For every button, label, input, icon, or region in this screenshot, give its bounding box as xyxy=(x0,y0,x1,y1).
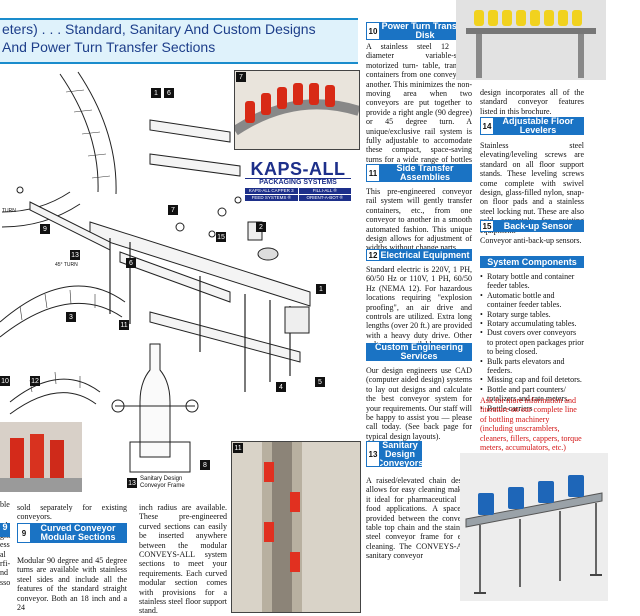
section-12-number: 12 xyxy=(366,249,380,261)
section-15-number: 15 xyxy=(480,220,494,232)
section-9-number: 9 xyxy=(17,523,31,543)
callout-9: 9 xyxy=(40,224,50,234)
section-12-title: Electrical Equipment xyxy=(380,249,470,260)
photo-7-label: 7 xyxy=(236,72,246,82)
section-13-header: 13 Sanitary Design Conveyors xyxy=(366,439,424,468)
caption-line-1: Sanitary Design xyxy=(140,476,183,482)
turn-label: TURN xyxy=(2,208,16,214)
logo-division: KAPS-ALL CAPPER 3 xyxy=(245,188,298,194)
section-11-body: This pre-engineered conveyor rail system… xyxy=(366,187,472,253)
section-10-title: Power Turn Transfer Disk xyxy=(381,21,469,40)
custom-engineering-header: Custom Engineering Services xyxy=(366,343,472,361)
photo-7: 7 xyxy=(234,70,360,150)
callout-6-mid: 6 xyxy=(126,258,136,268)
section-11-number: 11 xyxy=(366,164,380,182)
photo-yellow-bottles xyxy=(456,0,606,80)
logo-tagline: PACKAGING SYSTEMS xyxy=(245,178,351,187)
components-list: Rotary bottle and container feeder table… xyxy=(480,272,584,414)
component-item: Automatic bottle and container feeder ta… xyxy=(480,291,584,310)
header-line-2: And Power Turn Transfer Sections xyxy=(2,39,216,55)
callout-3: 3 xyxy=(66,312,76,322)
conveyor-system-diagram xyxy=(0,71,311,492)
logo-division: FILLI-ALL ® xyxy=(298,188,351,194)
caption-line-2: Conveyor Frame xyxy=(140,483,185,489)
section-13-title: Sanitary Design Conveyors xyxy=(376,439,424,468)
section-14-header: 14 Adjustable Floor Levelers xyxy=(480,117,584,135)
column-2-intro: sold separately for existing conveyors. xyxy=(17,503,127,522)
section-14-number: 14 xyxy=(480,117,494,135)
fragment-line: rfi- xyxy=(0,559,11,569)
component-item: Bottle and part counters/ totalizers and… xyxy=(480,385,584,404)
callout-1-top: 1 xyxy=(151,88,161,98)
custom-engineering-body: Our design engineers use CAD (computer a… xyxy=(366,366,472,441)
section-10-body: A stainless steel 12 inch diameter varia… xyxy=(366,42,472,173)
component-item: Rotary surge tables. xyxy=(480,310,584,320)
right-intro-body: design incorporates all of the standard … xyxy=(480,88,584,116)
section-15-title: Back-up Sensor xyxy=(503,220,573,231)
section-9-header: 9 Curved Conveyor Modular Sections xyxy=(17,523,127,543)
section-13-number: 13 xyxy=(366,441,380,467)
section-10-number: 10 xyxy=(366,22,380,40)
callout-12: 12 xyxy=(30,376,40,386)
callout-7: 7 xyxy=(168,205,178,215)
component-item: Rotary accumulating tables. xyxy=(480,319,584,329)
section-10-header: 10 Power Turn Transfer Disk xyxy=(366,22,472,40)
photo-11-label: 11 xyxy=(233,443,243,453)
custom-engineering-title: Custom Engineering Services xyxy=(374,342,463,361)
callout-15: 15 xyxy=(216,232,226,242)
caption-number: 13 xyxy=(127,478,137,488)
diagram-caption: Sanitary Design Conveyor Frame xyxy=(140,476,185,490)
logo-name: KAPS-ALL xyxy=(250,159,346,179)
fragment-line: sso xyxy=(0,577,11,587)
logo-division: FEED SYSTEMS ® xyxy=(245,195,298,201)
section-9-body: Modular 90 degree and 45 degree turns ar… xyxy=(17,556,127,613)
photo-11: 11 xyxy=(231,441,361,613)
section-12-header: 12 Electrical Equipment xyxy=(366,249,472,261)
component-item: Dust covers over conveyors to protect op… xyxy=(480,328,584,356)
photo-conveyor-frame xyxy=(460,453,608,601)
callout-2: 2 xyxy=(256,222,266,232)
fragment-line: ess xyxy=(0,540,10,550)
callout-5: 5 xyxy=(315,377,325,387)
kaps-all-logo: KAPS-ALL PACKAGING SYSTEMS KAPS-ALL CAPP… xyxy=(245,160,351,201)
section-14-title: Adjustable Floor Levelers xyxy=(502,116,574,135)
left-column-fragment: ble ed ght ess al rfi- nd sso xyxy=(0,500,14,587)
fragment-line: ble xyxy=(0,500,10,509)
components-header: System Components xyxy=(480,256,584,268)
callout-10: 10 xyxy=(0,376,10,386)
section-9-left-bar: 9 xyxy=(0,523,10,537)
header-line-1: eters) . . . Standard, Sanitary And Cust… xyxy=(2,21,316,37)
section-9-left-number: 9 xyxy=(2,522,8,532)
section-12-body: Standard electric is 220V, 1 PH, 60/50 H… xyxy=(366,265,472,349)
section-15-body: Conveyor anti-back-up sensors. xyxy=(480,236,582,245)
section-13-body: A raised/elevated chain design allows fo… xyxy=(366,476,472,561)
section-11-header: 11 Side Transfer Assemblies xyxy=(366,164,472,182)
callout-8: 8 xyxy=(200,460,210,470)
section-15-header: 15 Back-up Sensor xyxy=(480,220,584,232)
fragment-line: nd xyxy=(0,568,8,578)
column-3-body: inch radius are available. These pre-eng… xyxy=(139,503,227,616)
component-item: Missing cap and foil detetors. xyxy=(480,375,584,385)
callout-6-top: 6 xyxy=(164,88,174,98)
callout-1-right: 1 xyxy=(316,284,326,294)
page-header: eters) . . . Standard, Sanitary And Cust… xyxy=(0,18,358,64)
components-title: System Components xyxy=(487,256,577,267)
component-item: Rotary bottle and container feeder table… xyxy=(480,272,584,291)
callout-4: 4 xyxy=(276,382,286,392)
fragment-line: al xyxy=(0,549,6,559)
component-item: Bulk parts elevators and feeders. xyxy=(480,357,584,376)
section-11-title: Side Transfer Assemblies xyxy=(396,163,454,182)
component-item: Bottle carriers xyxy=(480,404,584,414)
turn-45-label: 45° TURN xyxy=(55,262,78,268)
callout-13: 13 xyxy=(70,250,80,260)
section-9-title: Curved Conveyor Modular Sections xyxy=(40,523,116,542)
logo-division: ORIENT-A-BOT ® xyxy=(298,195,351,201)
literature-note: Ask for more information and literature … xyxy=(480,396,582,453)
callout-11: 11 xyxy=(119,320,129,330)
